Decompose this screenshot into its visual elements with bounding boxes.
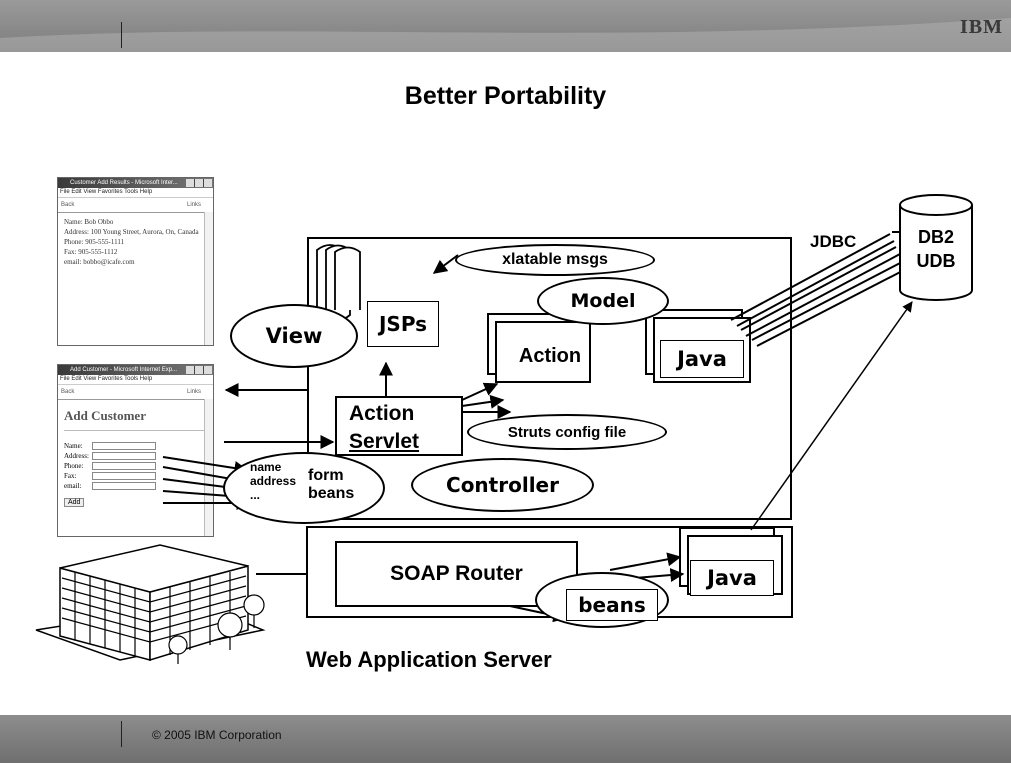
beans-box: beans (566, 589, 658, 621)
form-row: Fax: (64, 471, 207, 481)
form-content: Add Customer Name: Address: Phone: Fax: … (58, 400, 213, 513)
form-row: Phone: (64, 461, 207, 471)
window-titlebar: Add Customer - Microsoft Internet Exp... (58, 365, 213, 375)
window-titlebar: Customer Add Results - Microsoft Inter..… (58, 178, 213, 188)
results-browser-window: Customer Add Results - Microsoft Inter..… (57, 177, 214, 346)
header-bar: IBM (0, 0, 1011, 52)
form-beans-ellipse (223, 452, 385, 524)
form-row: Name: (64, 441, 207, 451)
email-field[interactable] (92, 482, 156, 491)
action-servlet-line2: Servlet (349, 430, 420, 453)
scrollbar[interactable] (204, 212, 213, 345)
controller-ellipse: Controller (411, 458, 594, 512)
footer-divider (121, 721, 122, 747)
action-servlet-line1: Action (349, 402, 415, 425)
results-content: Name: Bob Obbo Address: 100 Young Street… (58, 213, 213, 271)
back-button[interactable]: Back (61, 389, 75, 395)
field-address-label: address (250, 474, 297, 488)
action-label: Action (518, 344, 582, 367)
field-more-label: ... (250, 488, 261, 502)
result-row: Phone: 905-555-1111 (64, 238, 125, 246)
xlatable-msgs-ellipse: xlatable msgs (455, 244, 655, 276)
back-button[interactable]: Back (61, 202, 75, 208)
form-beans-fields: name address ... (250, 460, 296, 502)
menu-bar[interactable]: File Edit View Favorites Tools Help (58, 188, 213, 198)
name-field[interactable] (92, 442, 156, 451)
address-field[interactable] (92, 452, 156, 461)
footer-bar: © 2005 IBM Corporation (0, 715, 1011, 763)
header-swoosh (0, 18, 1011, 52)
form-heading: Add Customer (64, 408, 207, 431)
links-button[interactable]: Links (186, 202, 201, 208)
view-ellipse: View (230, 304, 358, 368)
add-customer-browser-window: Add Customer - Microsoft Internet Exp...… (57, 364, 214, 537)
scrollbar[interactable] (204, 399, 213, 536)
jdbc-label: JDBC (810, 232, 857, 251)
form-row: email: (64, 481, 207, 491)
nav-toolbar: Back Links (58, 198, 213, 213)
copyright-text: © 2005 IBM Corporation (152, 728, 282, 742)
result-row: email: bobbo@icafe.com (64, 258, 135, 266)
ibm-logo: IBM (960, 16, 1003, 38)
web-application-server-label: Web Application Server (306, 647, 552, 672)
add-button[interactable]: Add (64, 498, 85, 507)
java-box-soap: Java (690, 560, 774, 596)
form-row: Address: (64, 451, 207, 461)
form-beans-label: form beans (308, 467, 355, 502)
phone-field[interactable] (92, 462, 156, 471)
jsps-box: JSPs (367, 301, 439, 347)
nav-toolbar: Back Links (58, 385, 213, 400)
struts-config-ellipse: Struts config file (467, 414, 667, 450)
menu-bar[interactable]: File Edit View Favorites Tools Help (58, 375, 213, 385)
header-divider (121, 22, 122, 48)
action-servlet-box: Action Servlet (335, 396, 463, 456)
fax-field[interactable] (92, 472, 156, 481)
window-controls[interactable] (186, 366, 212, 374)
model-ellipse: Model (537, 277, 669, 325)
result-row: Fax: 905-555-1112 (64, 248, 118, 256)
db2-udb-label: DB2 UDB (916, 227, 956, 271)
java-box-model: Java (660, 340, 744, 378)
result-row: Address: 100 Young Street, Aurora, On, C… (64, 228, 199, 236)
field-name-label: name (250, 460, 282, 474)
links-button[interactable]: Links (186, 389, 201, 395)
window-controls[interactable] (186, 179, 212, 187)
result-row: Name: Bob Obbo (64, 218, 114, 226)
slide-title: Better Portability (404, 82, 607, 110)
